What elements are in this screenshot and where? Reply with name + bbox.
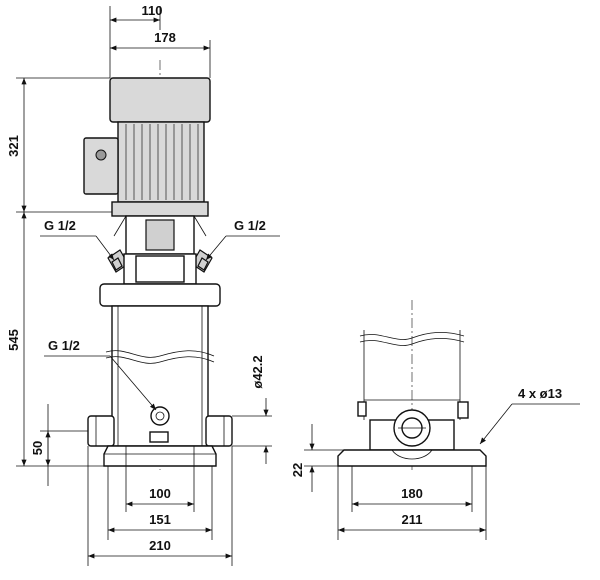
front-view bbox=[83, 60, 233, 470]
dim-151: 151 bbox=[149, 512, 171, 527]
label-vent-left: G 1/2 bbox=[44, 218, 76, 233]
dim-180: 180 bbox=[401, 486, 423, 501]
dim-22: 22 bbox=[290, 463, 305, 477]
dim-321: 321 bbox=[6, 135, 21, 157]
dim-545: 545 bbox=[6, 329, 21, 351]
side-base bbox=[337, 449, 487, 467]
flow-arrow-icon bbox=[149, 431, 169, 443]
motor-cap bbox=[109, 77, 211, 123]
dim-50: 50 bbox=[30, 441, 45, 455]
inlet-port bbox=[87, 415, 115, 447]
cable-gland-icon bbox=[95, 149, 107, 161]
label-drain: G 1/2 bbox=[48, 338, 80, 353]
outlet-port bbox=[205, 415, 233, 447]
dim-110: 110 bbox=[142, 3, 163, 18]
motor-body bbox=[117, 121, 205, 203]
dim-shaft-diameter: ø42.2 bbox=[250, 355, 265, 388]
drain-plug bbox=[150, 406, 170, 426]
coupling bbox=[145, 219, 175, 251]
dim-178: 178 bbox=[154, 30, 176, 45]
front-base bbox=[103, 445, 217, 467]
break-line-2 bbox=[105, 356, 215, 364]
label-holes: 4 x ø13 bbox=[518, 386, 562, 401]
pump-head-window bbox=[135, 255, 185, 283]
motor-flange bbox=[111, 201, 209, 217]
front-dimensions: 110 178 321 545 50 ø42.2 100 151 bbox=[6, 3, 280, 566]
dim-100: 100 bbox=[149, 486, 171, 501]
side-break-line-2 bbox=[359, 338, 465, 346]
top-flange bbox=[99, 283, 221, 307]
motor-fins bbox=[125, 124, 199, 200]
side-break-line-1 bbox=[359, 332, 465, 340]
break-line-1 bbox=[105, 350, 215, 358]
side-view bbox=[337, 300, 487, 470]
side-dimensions: 22 180 211 4 x ø13 bbox=[290, 386, 580, 540]
dim-210: 210 bbox=[149, 538, 171, 553]
side-bolt-left bbox=[357, 401, 367, 417]
pump-sleeve bbox=[111, 305, 209, 447]
side-bolt-right bbox=[457, 401, 469, 419]
dim-211: 211 bbox=[402, 512, 423, 527]
label-vent-right: G 1/2 bbox=[234, 218, 266, 233]
terminal-box bbox=[83, 137, 119, 195]
